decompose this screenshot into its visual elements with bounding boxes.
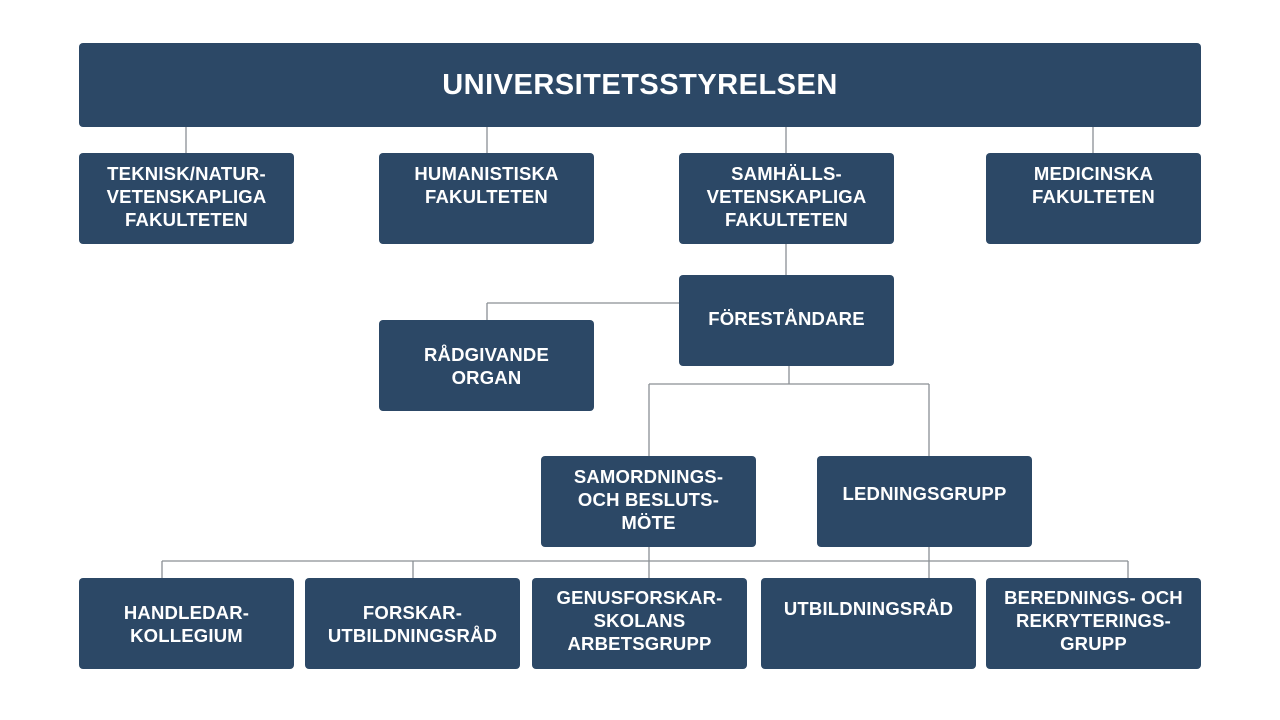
group-label: GENUSFORSKAR- SKOLANS ARBETSGRUPP bbox=[556, 587, 723, 654]
group-box-handledar: HANDLEDAR- KOLLEGIUM bbox=[79, 578, 294, 669]
advisory-label: RÅDGIVANDE ORGAN bbox=[424, 343, 549, 388]
director-box: FÖRESTÅNDARE bbox=[679, 275, 894, 366]
faculty-label: MEDICINSKA FAKULTETEN bbox=[1032, 163, 1155, 207]
management-box: LEDNINGSGRUPP bbox=[817, 456, 1032, 547]
faculty-box-sam: SAMHÄLLS- VETENSKAPLIGA FAKULTETEN bbox=[679, 153, 894, 244]
faculty-label: TEKNISK/NATUR- VETENSKAPLIGA FAKULTETEN bbox=[106, 163, 267, 230]
group-box-utbildning: UTBILDNINGSRÅD bbox=[761, 578, 976, 669]
advisory-box: RÅDGIVANDE ORGAN bbox=[379, 320, 594, 411]
faculty-box-med: MEDICINSKA FAKULTETEN bbox=[986, 153, 1201, 244]
group-box-genus: GENUSFORSKAR- SKOLANS ARBETSGRUPP bbox=[532, 578, 747, 669]
faculty-label: SAMHÄLLS- VETENSKAPLIGA FAKULTETEN bbox=[706, 163, 867, 230]
management-label: LEDNINGSGRUPP bbox=[842, 483, 1007, 504]
faculty-label: HUMANISTISKA FAKULTETEN bbox=[414, 163, 559, 207]
faculty-box-hum: HUMANISTISKA FAKULTETEN bbox=[379, 153, 594, 244]
coordination-label: SAMORDNINGS- OCH BESLUTS- MÖTE bbox=[573, 466, 724, 533]
group-label: BEREDNINGS- OCH REKRYTERINGS- GRUPP bbox=[1004, 587, 1183, 654]
group-label: FORSKAR- UTBILDNINGSRÅD bbox=[327, 601, 498, 646]
group-box-beredning: BEREDNINGS- OCH REKRYTERINGS- GRUPP bbox=[986, 578, 1201, 669]
board-label: UNIVERSITETSSTYRELSEN bbox=[442, 69, 838, 101]
group-label: UTBILDNINGSRÅD bbox=[783, 598, 954, 619]
faculty-box-tek: TEKNISK/NATUR- VETENSKAPLIGA FAKULTETEN bbox=[79, 153, 294, 244]
coordination-box: SAMORDNINGS- OCH BESLUTS- MÖTE bbox=[541, 456, 756, 547]
director-label: FÖRESTÅNDARE bbox=[708, 308, 865, 329]
board-box: UNIVERSITETSSTYRELSEN bbox=[79, 43, 1201, 127]
group-box-forskar: FORSKAR- UTBILDNINGSRÅD bbox=[305, 578, 520, 669]
group-label: HANDLEDAR- KOLLEGIUM bbox=[123, 601, 250, 646]
